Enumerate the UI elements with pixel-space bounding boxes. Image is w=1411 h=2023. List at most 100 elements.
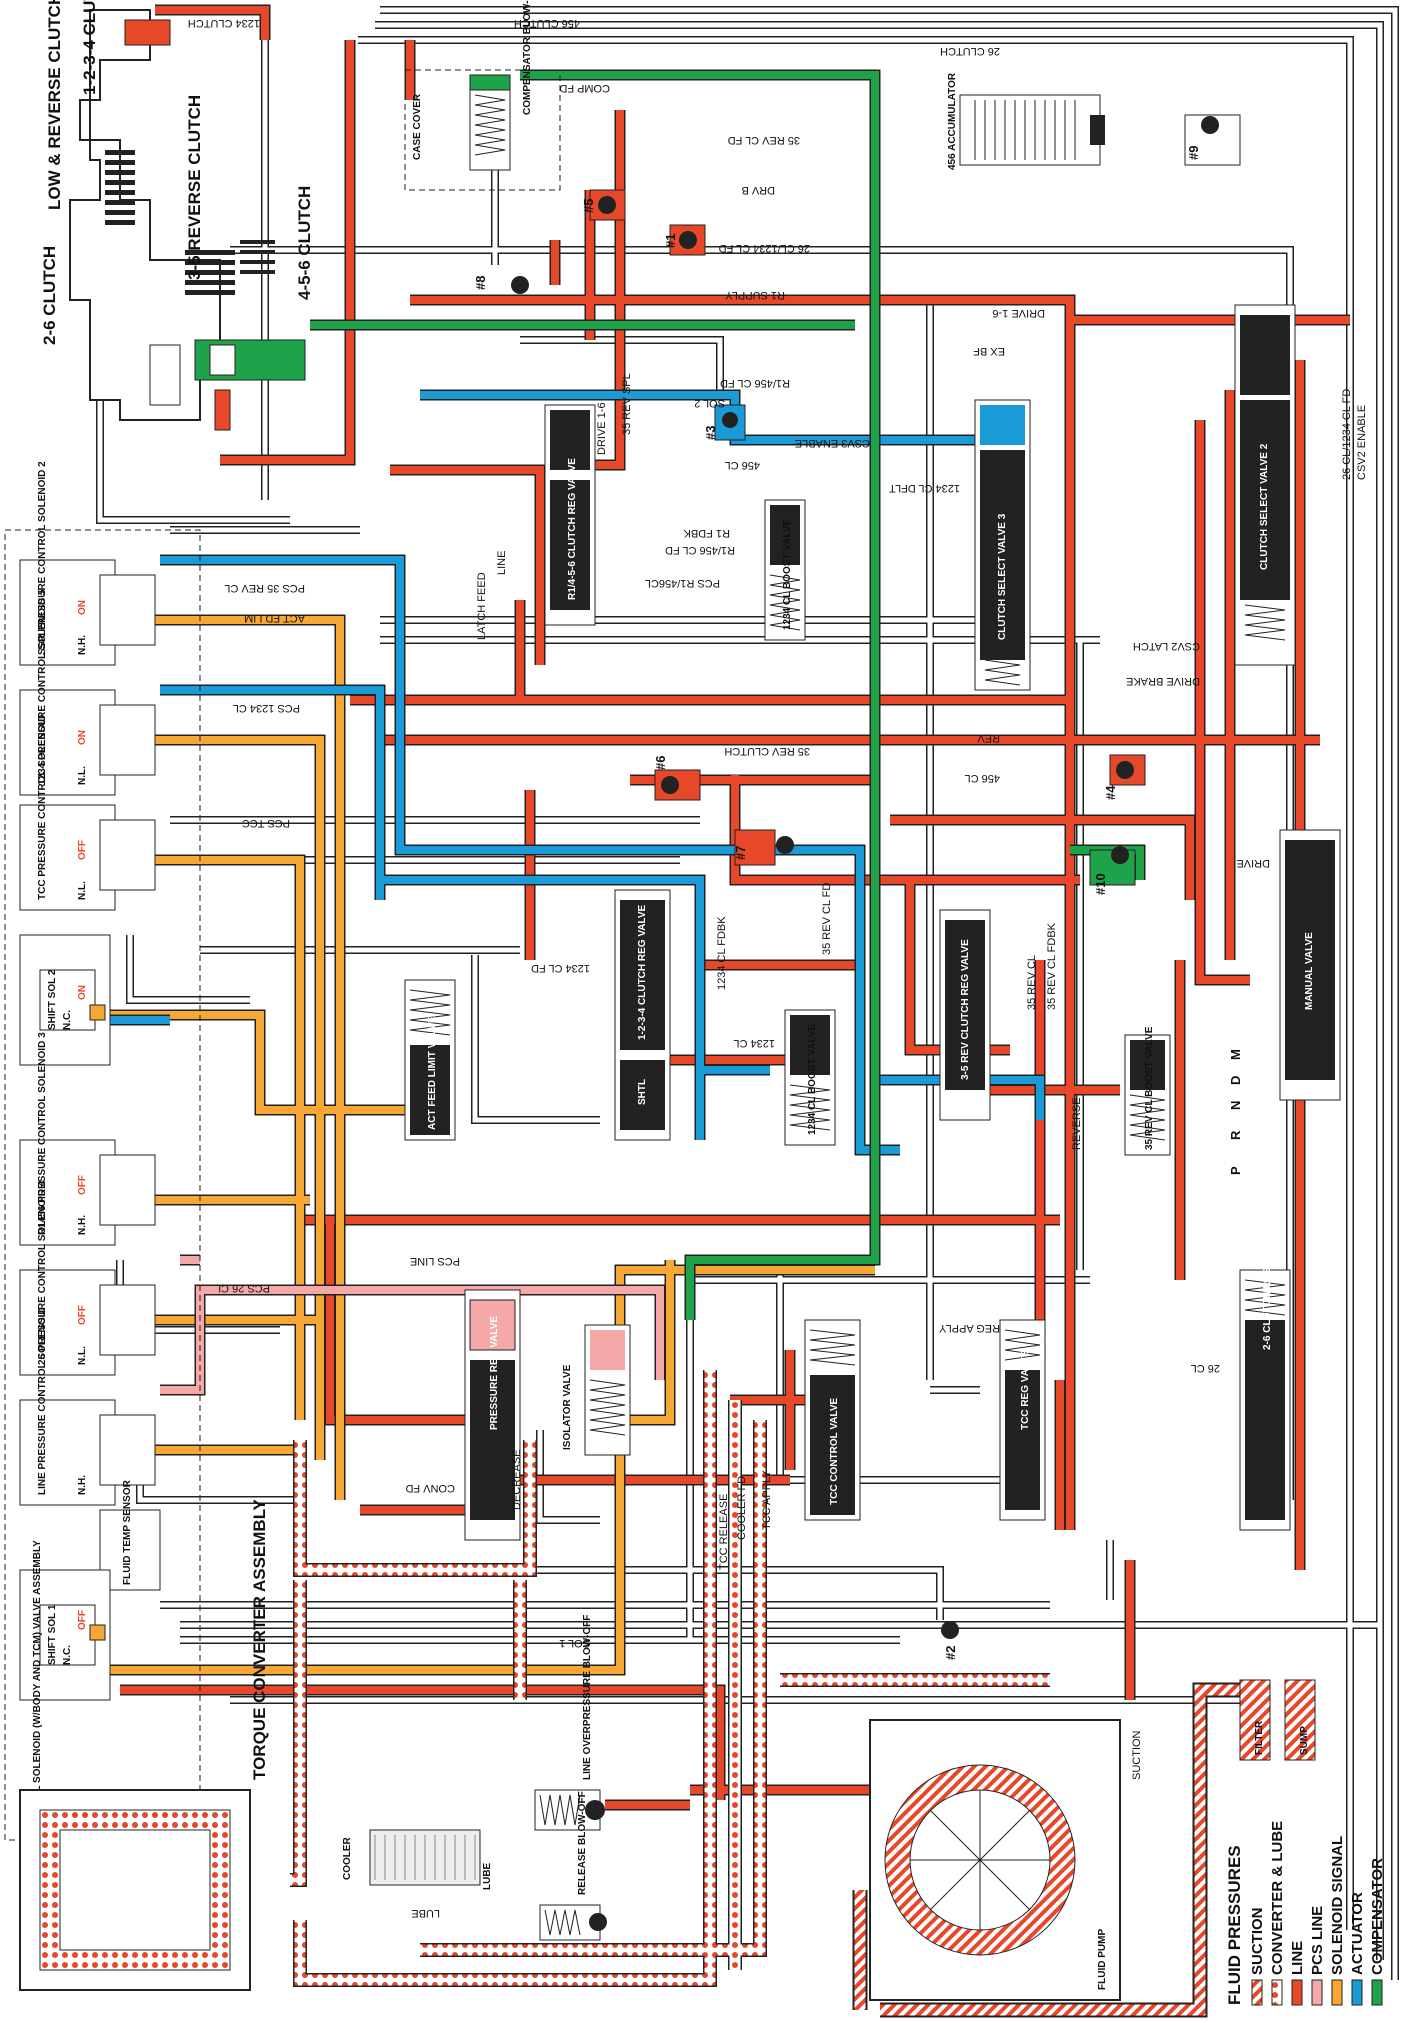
passage-label: N.L. (77, 881, 88, 900)
passage-label: 1234 CL FD (531, 962, 590, 974)
passage-label: PCS TCC (242, 817, 290, 829)
label-456-clutch: 4-5-6 CLUTCH (295, 186, 314, 300)
passage-label: CONV FD (405, 1482, 455, 1494)
passage-label: FLUID PUMP (1097, 1929, 1108, 1990)
passage-label: 35 REV SPL (621, 373, 633, 435)
passage-label: R1 SUPPLY (725, 289, 785, 301)
passage-label: SSR PRESSURE CONTROL SOLENOID 2 (37, 461, 48, 655)
passage-label: 1234 CL (733, 1037, 775, 1049)
passage-label: DRIVE (1236, 857, 1270, 869)
passage-label: 35 REV CL (1026, 955, 1038, 1010)
passage-label: REVERSE (1071, 1097, 1083, 1150)
fluid-pressures-legend: FLUID PRESSURES SUCTION CONVERTER & LUBE… (1225, 1821, 1386, 2006)
passage-label: TCC CONTROL VALVE (829, 1397, 840, 1505)
passage-label: OFF (77, 1175, 88, 1195)
clutch-select-valve-2: CLUTCH SELECT VALVE 2 (1234, 304, 1296, 666)
passage-label: COOLER (342, 1836, 353, 1880)
passage-label: ON (77, 730, 88, 745)
passage-label: CLUTCH SELECT VALVE 3 (997, 513, 1008, 640)
passage-label: REG APPLY (938, 1322, 1000, 1334)
passage-label: 456 CL (965, 772, 1000, 784)
1234-boost-valve: 1234 CL BOOST VALVE (764, 499, 806, 641)
clutch-assembly (69, 9, 306, 431)
passage-label: PCS 26 CL (215, 1282, 270, 1294)
accumulator-456: 456 ACCUMULATOR (947, 72, 1105, 170)
passage-label: RELEASE BLOW-OFF (577, 1791, 588, 1895)
checkball-6: #6 (653, 756, 701, 801)
passage-label: CLUTCH SELECT VALVE 2 (1259, 443, 1270, 570)
passage-label: SOL 2 (694, 397, 725, 409)
passage-label: LINE (496, 551, 508, 575)
legend-item-compensator: COMPENSATOR (1369, 1858, 1386, 2006)
passage-label: ISOLATOR VALVE (562, 1364, 573, 1450)
passage-label: TCC REG VALVE (1020, 1350, 1031, 1430)
passage-label: DECREASE (511, 1449, 523, 1510)
passage-label: ACT FD LIM (244, 612, 305, 624)
passage-label: PRESSURE REG VALVE (489, 1316, 500, 1430)
label-low-rev-clutch: LOW & REVERSE CLUTCH (45, 0, 64, 210)
passage-label: PCS LINE (1309, 1906, 1326, 1975)
passage-label: TCC PRESSURE CONTROL SOLENOID (37, 715, 48, 900)
label-26-clutch: 2-6 CLUTCH (40, 246, 59, 345)
passage-label: ON (77, 985, 88, 1000)
passage-label: COMP FD (559, 82, 610, 94)
passage-label: P (1228, 1166, 1243, 1175)
passage-label: 1234 CL BOOST VALVE (782, 519, 793, 630)
passage-label: R1 FDBK (683, 527, 730, 539)
passage-label: 26 CL (1191, 1362, 1220, 1374)
passage-label: LINE OVERPRESSURE BLOW-OFF (582, 1615, 593, 1780)
passage-label: TORQUE CONVERTER ASSEMBLY (250, 1498, 269, 1780)
passage-label: SHTL (637, 1079, 648, 1105)
passage-label: N.L. (77, 766, 88, 785)
compensator-blowoff: COMPENSATOR BLOW-OFF CASE COVER (404, 0, 561, 191)
passage-label: SUCTION (1131, 1730, 1143, 1780)
tcc-control-valve: TCC CONTROL VALVE (804, 1319, 861, 1521)
checkball-10: #10 (1089, 846, 1136, 895)
checkball-4: #4 (1103, 754, 1146, 800)
passage-label: FLUID TEMP SENSOR (122, 1479, 133, 1585)
label-35-rev-clutch: 3-5 REVERSE CLUTCH (185, 95, 204, 280)
checkball-7: #7 (733, 829, 794, 866)
filter-sump: FILTER SUMP (1239, 1679, 1316, 1761)
passage-label: #7 (733, 846, 748, 860)
manual-valve: MANUAL VALVE (1279, 829, 1341, 1101)
act-feed-limit-valve: ACT FEED LIMIT VALVE (404, 979, 456, 1141)
legend-item-actuator: ACTUATOR (1349, 1892, 1366, 2006)
passage-label: 26 CL/1234 CL FD (719, 242, 810, 254)
passage-label: PCS 1234 CL (233, 702, 300, 714)
passage-label: DRIVE 1-6 (596, 402, 608, 455)
passage-network (95, 4, 1399, 2018)
passage-label: PCS R1/456CL (645, 577, 720, 589)
passage-label: PCS LINE (410, 1255, 460, 1267)
passage-label: EX BF (973, 345, 1005, 357)
checkball-8: #8 (473, 276, 529, 294)
passage-label: TCC APPLY (761, 1470, 773, 1530)
passage-label: LUBE (411, 1907, 440, 1919)
passage-label: DRIVE 1-6 (992, 307, 1045, 319)
passage-label: 1234 CL BOOST VALVE (807, 1024, 818, 1135)
release-blowoff: RELEASE BLOW-OFF (539, 1791, 607, 1941)
passage-label: #6 (653, 756, 668, 770)
passage-label: SHIFT SOL 2 (47, 969, 58, 1030)
passage-label: #5 (581, 199, 596, 213)
passage-label: 35 REV CL FDBK (1046, 922, 1058, 1010)
legend-item-converter-lube: CONVERTER & LUBE (1269, 1821, 1286, 2006)
passage-label: #9 (1186, 146, 1201, 160)
legend-item-line: LINE (1289, 1941, 1306, 2006)
passage-label: 3-5 REV CLUTCH REG VALVE (960, 939, 971, 1080)
passage-label: D (1228, 1076, 1243, 1085)
isolator-valve: ISOLATOR VALVE (562, 1324, 631, 1456)
checkball-9: #9 (1184, 114, 1241, 166)
26-clutch-reg-valve: 2-6 CLUTCH REG VALVE (1239, 1232, 1291, 1531)
passage-label: N.H. (77, 635, 88, 655)
passage-label: 26 PRESSURE CONTROL SOLENOID 4 (37, 1180, 48, 1365)
passage-label: MANUAL VALVE (1304, 932, 1315, 1010)
passage-label: N.H. (77, 1215, 88, 1235)
passage-label: CSV2 ENABLE (1356, 405, 1368, 480)
passage-label: ACTUATOR (1349, 1892, 1366, 1975)
passage-label: 35 REV CL FD (728, 134, 800, 146)
checkball-5: #5 (581, 189, 626, 221)
